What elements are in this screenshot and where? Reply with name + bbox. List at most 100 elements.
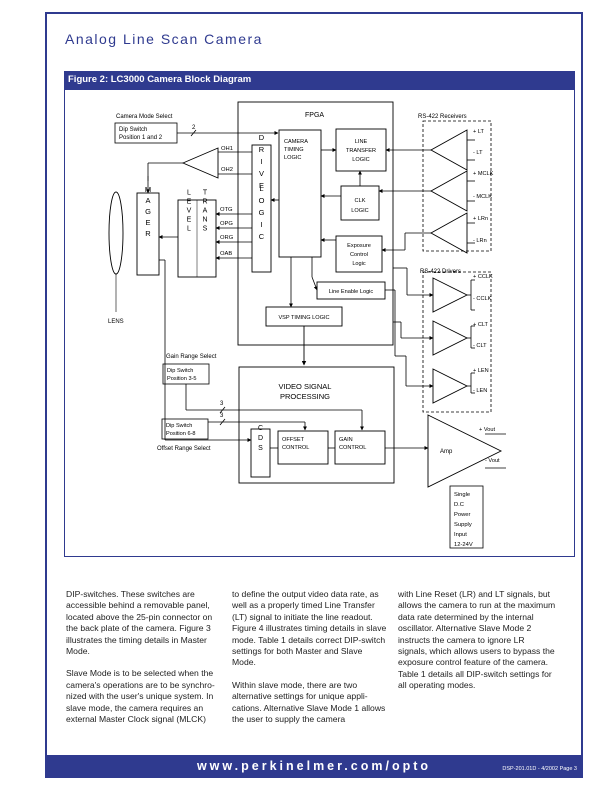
receiver-mclk	[430, 170, 468, 212]
lt-line2: TRANSFER	[346, 148, 376, 154]
plt-label: + LT	[473, 129, 485, 135]
rs422-drivers-label: RS-422 Drivers	[420, 269, 461, 275]
power-line2: D.C	[454, 502, 464, 508]
pmclk-label: + MCLK	[473, 171, 494, 177]
trans-label: TRANS	[202, 190, 209, 235]
mclt-label: - CLT	[473, 343, 487, 349]
plrn-label: + LRn	[473, 216, 488, 222]
level-label: LEVEL	[186, 190, 193, 235]
oh2-label: OH2	[221, 167, 233, 173]
video-line2: PROCESSING	[280, 392, 330, 401]
bus-width-2: 2	[192, 125, 196, 131]
clk-line1: CLK	[355, 198, 366, 204]
driver-cclk	[432, 277, 469, 313]
pclt-label: + CLT	[473, 322, 489, 328]
page-frame	[45, 12, 583, 757]
plen-label: + LEN	[473, 368, 489, 374]
dip-gain-line2: Position 3-5	[167, 376, 197, 382]
dip-offset-line1: Dip Switch	[166, 423, 192, 429]
offset-bus-tick	[219, 418, 226, 426]
power-line3: Power	[454, 512, 471, 518]
offset-range-select-label: Offset Range Select	[157, 446, 211, 452]
amp-triangle	[427, 414, 503, 488]
power-line4: Supply	[454, 522, 472, 528]
otg-label: OTG	[220, 207, 233, 213]
exposure-control-block	[335, 235, 383, 273]
output-buffer	[181, 147, 219, 179]
label-camera-mode-select: Camera Mode Select	[116, 114, 173, 120]
offset-line2: CONTROL	[282, 445, 309, 451]
exposure-line1: Exposure	[347, 243, 371, 249]
pcclk-label: + CCLK	[473, 274, 493, 280]
bus-width-3b: 3	[220, 413, 224, 419]
power-line6: 12-24V	[454, 542, 473, 548]
vsp-timing-label: VSP TIMING LOGIC	[278, 315, 329, 321]
wire-timing-le2	[311, 276, 318, 291]
col2-para1: to define the output video data rate, as…	[232, 589, 387, 668]
gain-line2: CONTROL	[339, 445, 366, 451]
cds-block	[250, 428, 271, 478]
org-label: ORG	[220, 235, 234, 241]
oab-label: OAB	[220, 251, 232, 257]
receiver-lrn	[430, 212, 468, 254]
bus-width-3a: 3	[220, 401, 224, 407]
power-supply-box	[449, 485, 484, 549]
fpga-label: FPGA	[305, 112, 324, 119]
gain-control-block	[334, 430, 386, 465]
driver-len	[432, 368, 469, 404]
dip-mode-line2: Position 1 and 2	[119, 135, 163, 141]
drive-logic-block	[251, 144, 272, 273]
drive-label: DRIVE	[257, 133, 266, 193]
gain-line1: GAIN	[339, 437, 353, 443]
footer-doc-id: DSP-201.01D - 4/2002 Page 3	[502, 766, 577, 772]
footer-bar: www.perkinelmer.com/opto DSP-201.01D - 4…	[45, 757, 583, 778]
figure-caption: Figure 2: LC3000 Camera Block Diagram	[64, 71, 575, 89]
dip-mode-line1: Dip Switch	[119, 127, 147, 133]
driver-clt	[432, 320, 469, 356]
mlrn-label: - LRn	[473, 238, 487, 244]
drive-logic-label: LOGIC	[257, 184, 266, 244]
video-processing-block	[238, 366, 395, 484]
rs422-drivers-group	[422, 271, 492, 413]
receiver-lt	[430, 129, 468, 171]
col1-para1: DIP-switches. These switches are accessi…	[66, 589, 213, 657]
mode-bus-tick	[190, 129, 197, 137]
offset-line1: OFFSET	[282, 437, 305, 443]
section-title: Analog Line Scan Camera	[65, 31, 263, 47]
clk-line2: LOGIC	[351, 208, 368, 214]
gain-bus-tick	[219, 406, 226, 414]
mlen-label: - LEN	[473, 388, 487, 394]
footer-url[interactable]: www.perkinelmer.com/opto	[196, 759, 432, 773]
exposure-line3: Logic	[352, 261, 366, 267]
camera-timing-block	[278, 129, 322, 258]
mmclk-label: - MCLK	[473, 194, 492, 200]
body-column-3: with Line Reset (LR) and LT signals, but…	[398, 589, 556, 703]
mcclk-label: - CCLK	[473, 296, 492, 302]
timing-line2: TIMING	[284, 147, 304, 153]
lt-line1: LINE	[355, 139, 368, 145]
video-line1: VIDEO SIGNAL	[279, 382, 332, 391]
col2-para2: Within slave mode, there are two alterna…	[232, 679, 386, 725]
cds-label: CDS	[257, 425, 264, 455]
block-diagram: Camera Mode Select Dip Switch Position 1…	[64, 89, 575, 557]
col3-para1: with Line Reset (LR) and LT signals, but…	[398, 589, 556, 691]
col1-para2: Slave Mode is to be selected when the ca…	[66, 668, 215, 725]
imager-label: IMAGER	[144, 174, 153, 240]
opg-label: OPG	[220, 221, 233, 227]
gain-range-select-label: Gain Range Select	[166, 354, 217, 360]
oh1-label: OH1	[221, 146, 233, 152]
pvout-label: + Vout	[479, 427, 495, 433]
rs422-receivers-label: RS-422 Receivers	[418, 114, 467, 120]
body-column-2: to define the output video data rate, as…	[232, 589, 387, 736]
lens-shape	[108, 191, 124, 275]
power-line1: Single	[454, 492, 470, 498]
lens-label: LENS	[108, 319, 124, 325]
mlt-label: - LT	[473, 150, 483, 156]
exposure-line2: Control	[350, 252, 368, 258]
rs422-receivers-group	[422, 120, 492, 252]
dip-offset-box	[161, 418, 209, 440]
line-enable-label: Line Enable Logic	[329, 289, 374, 295]
body-column-1: DIP-switches. These switches are accessi…	[66, 589, 226, 736]
offset-control-block	[277, 430, 329, 465]
block-diagram-svg: Camera Mode Select Dip Switch Position 1…	[108, 101, 506, 549]
